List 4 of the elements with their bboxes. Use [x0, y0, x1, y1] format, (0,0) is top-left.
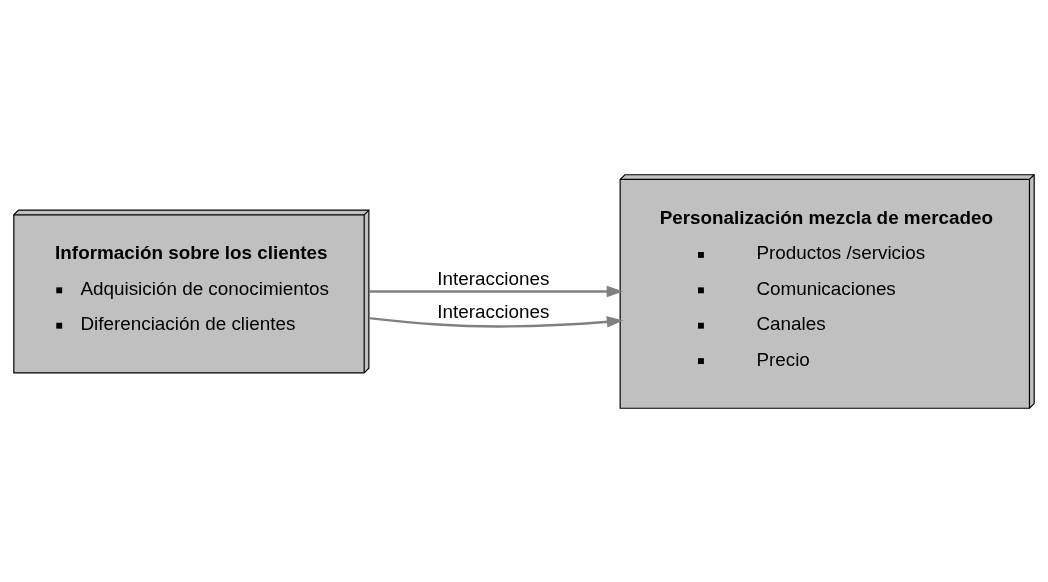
edge-label: Interacciones	[437, 300, 550, 322]
edge-label: Interacciones	[437, 267, 550, 289]
arrow	[368, 315, 624, 328]
arrow	[369, 285, 624, 297]
